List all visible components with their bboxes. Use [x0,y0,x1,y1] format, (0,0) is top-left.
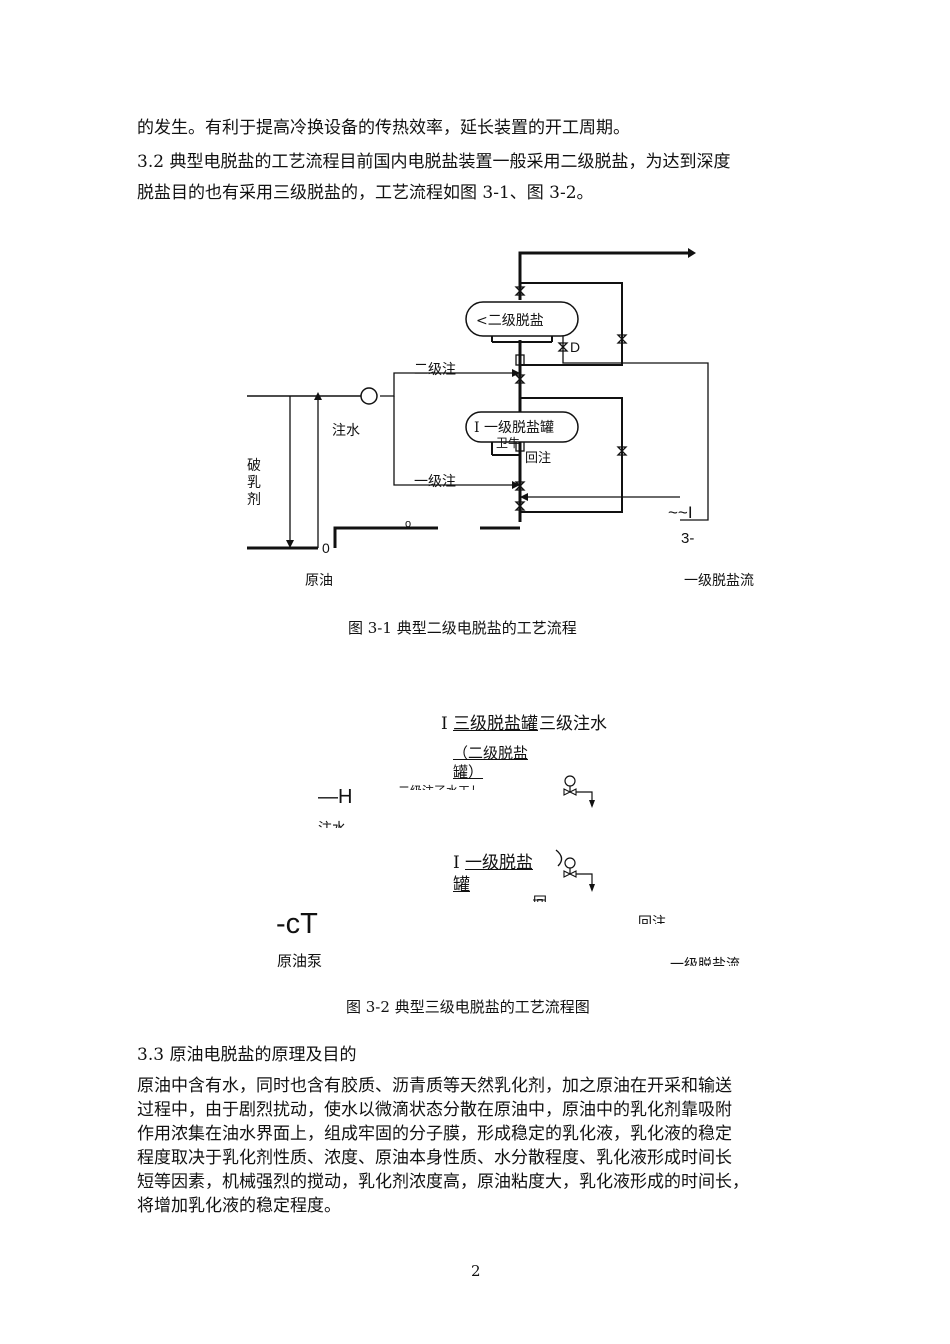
section-3-3-line-3: 作用浓集在油水界面上，组成牢固的分子膜，形成稳定的乳化液，乳化液的稳定 [137,1124,732,1144]
fig2-tank2-label-cont: 罐） [453,763,484,781]
fig2-crude-pump-label: 原油泵 [277,952,323,970]
fig2-tank1-label-cont: 罐 [453,875,470,895]
fig1-mark-reinject: 回注 [525,451,552,466]
fig2-tank1-label: 一级脱盐 [465,853,533,873]
fig2-water-label: 注水 [318,818,346,828]
fig1-second-injection-label: 二级注 [414,362,456,378]
fig1-mark-k: 卫牛 [496,436,521,450]
page-number: 2 [471,1262,481,1280]
fig1-demulsifier-char-3: 剂 [247,492,261,508]
fig2-reinject-label: 回注 [638,915,666,924]
fig1-mark-3: 3- [681,530,695,547]
fig1-tank2-label: <二级脱盐 [474,310,546,330]
figure-3-1-caption: 图 3-1 典型二级电脱盐的工艺流程 [348,619,577,637]
section-3-3-line-4: 程度取决于乳化剂性质、浓度、原油本身性质、水分散程度、乳化液形成时间长 [137,1148,732,1168]
fig2-tank2-label: （二级脱盐 [453,744,529,762]
fig1-demulsifier-char-2: 乳 [247,475,261,491]
valve-icon [514,286,628,511]
fig2-second-injection-label: 二级注了水工し [398,782,482,790]
intro-line-1: 的发生。有利于提高冷换设备的传热效率，延长装置的开工周期。 [137,118,630,138]
section-3-3-line-1: 原油中含有水，同时也含有胶质、沥青质等天然乳化剂，加之原油在开采和输送 [137,1076,732,1096]
fig1-demulsifier-char-1: 破 [247,458,261,474]
fig1-outflow-label: 一级脱盐流 [684,573,754,589]
overhead-pipe [518,251,688,300]
valve-icon [563,775,595,808]
section-3-2-line-1: 3.2 典型电脱盐的工艺流程目前国内电脱盐装置一般采用二级脱盐，为达到深度 [137,152,731,172]
fig1-tank1-label: I 一级脱盐罐 [472,417,556,437]
fig2-tank3-label: 三级脱盐罐 [453,714,538,734]
fig2-tank1-prefix: I [453,853,460,873]
fig2-mark-h: —H [318,786,353,808]
section-3-3-heading: 3.3 原油电脱盐的原理及目的 [137,1045,357,1065]
outlet-arrow [688,248,696,258]
fig1-mark-0: 0 [322,540,330,556]
valve-icon [563,857,595,892]
section-3-2-line-2: 脱盐目的也有采用三级脱盐的，工艺流程如图 3-1、图 3-2。 [137,183,594,203]
fig2-third-injection-label: 三级注水 [539,714,607,734]
figure-3-2-caption: 图 3-2 典型三级电脱盐的工艺流程图 [346,998,590,1016]
section-3-3-line-5: 短等因素，机械强烈的搅动，乳化剂浓度高，原油粘度大，乳化液形成的时间长， [137,1172,749,1192]
fig1-water-label: 注水 [332,423,360,439]
fig2-mark-hui: 回 [533,892,547,902]
fig2-tank3-prefix: I [441,714,448,734]
fig1-first-injection-label: 一级注 [414,474,456,490]
section-3-3-line-2: 过程中，由于剧烈扰动，使水以微滴状态分散在原油中，原油中的乳化剂靠吸附 [137,1100,732,1120]
fig1-mark-tilde: ~~I [668,503,693,522]
fig2-outflow-label: 一级脱盐流 [670,957,740,966]
fig2-mark-ct: -cT [276,908,318,940]
fig1-mark-d: D [570,339,581,355]
section-3-3-line-6: 将增加乳化液的稳定程度。 [137,1196,341,1216]
fig1-mark-o: o [405,518,412,530]
fig1-crude-label: 原油 [305,573,333,589]
